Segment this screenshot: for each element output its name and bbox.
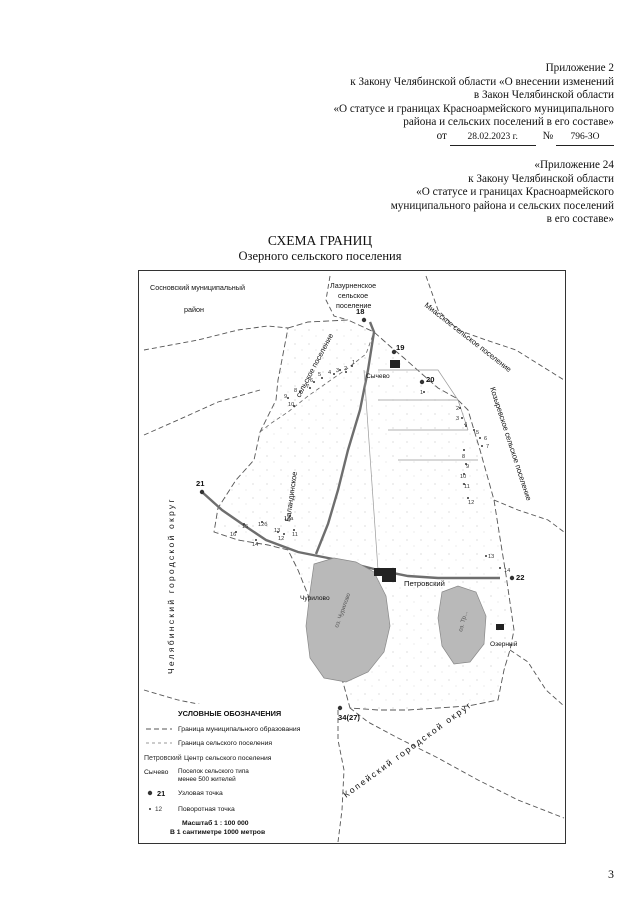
svg-text:4: 4: [464, 422, 467, 428]
boundary-map: оз. Чурилово оз. Тр... Сосновский муници…: [138, 270, 566, 844]
svg-text:3: 3: [456, 416, 459, 422]
number-sign: №: [542, 129, 554, 142]
law-number: 796-ЗО: [556, 131, 614, 146]
label-sosnovsky: Сосновский муниципальный: [150, 283, 245, 292]
node-34: 34(27): [338, 713, 360, 722]
svg-text:8: 8: [462, 454, 465, 460]
appendix-header: Приложение 2 к Закону Челябинской област…: [333, 62, 614, 146]
legend-turn-sample: 12: [155, 806, 163, 813]
legend-turn: Поворотная точка: [178, 806, 235, 813]
svg-text:11: 11: [292, 532, 298, 538]
node-19: 19: [396, 343, 404, 352]
lake-large: [305, 557, 391, 683]
svg-text:16: 16: [230, 532, 236, 538]
node-21: 21: [196, 479, 205, 488]
label-lazur-1: Лазурненское: [330, 281, 376, 290]
legend-municipal: Граница муниципального образования: [178, 725, 301, 733]
svg-text:13: 13: [274, 528, 280, 534]
orig-line-3: «О статусе и границах Красноармейского: [416, 186, 614, 199]
svg-text:1: 1: [352, 360, 355, 366]
legend-village-sample: Сычево: [144, 769, 169, 776]
lake-name-2: оз. Тр...: [458, 610, 469, 632]
settlement-blocks: [374, 360, 504, 630]
law-date-number: от 28.02.2023 г. № 796-ЗО: [333, 130, 614, 146]
label-ozerny: Озерный: [490, 640, 518, 648]
svg-text:10: 10: [288, 402, 294, 408]
svg-text:14: 14: [252, 542, 258, 548]
label-sosnovsky-2: район: [184, 305, 204, 314]
label-churilovo: Чурилово: [300, 595, 330, 602]
legend-center: Центр сельского поселения: [184, 755, 272, 762]
svg-text:2: 2: [456, 406, 459, 412]
svg-text:8: 8: [294, 388, 297, 394]
node-22: 22: [516, 573, 524, 582]
label-lazur-2: сельское: [338, 291, 368, 300]
svg-text:12а: 12а: [284, 516, 294, 522]
inner-boundary: [259, 331, 375, 433]
svg-text:10: 10: [460, 474, 466, 480]
page-number: 3: [608, 867, 614, 881]
appendix-number: Приложение 2: [545, 62, 614, 74]
legend-node-sample: 21: [157, 789, 165, 798]
label-petrovsky: Петровский: [404, 579, 445, 588]
svg-text:12: 12: [468, 500, 474, 506]
legend-scale: Масштаб 1 : 100 000: [182, 819, 249, 827]
svg-text:11: 11: [464, 484, 470, 490]
svg-text:12: 12: [278, 536, 284, 542]
nodal-points: [199, 317, 515, 711]
label-sychevo: Сычево: [366, 373, 390, 380]
legend-village-2: менее 500 жителей: [178, 775, 236, 783]
svg-text:3: 3: [336, 368, 339, 374]
svg-text:7: 7: [306, 384, 309, 390]
legend-settlement: Граница сельского поселения: [178, 740, 272, 747]
svg-text:9: 9: [466, 464, 469, 470]
legend-scale-2: В 1 сантиметре 1000 метров: [170, 829, 265, 836]
law-date: 28.02.2023 г.: [449, 131, 536, 146]
orig-line-4: муниципального района и сельских поселен…: [390, 199, 614, 212]
appendix-line-2: к Закону Челябинской области «О внесении…: [350, 75, 614, 88]
label-chelyab: Челябинский городской округ: [166, 497, 176, 674]
orig-line-5: в его составе»: [546, 213, 614, 226]
orig-appendix-number: «Приложение 24: [534, 159, 614, 171]
turning-points-west: 1 2 3 4 5 6 7 8 9 10 11 12 12а 12б 13 14…: [230, 360, 355, 548]
scheme-subtitle: Озерного сельского поселения: [238, 249, 402, 263]
svg-text:15: 15: [242, 524, 248, 530]
legend-node: Узловая точка: [178, 790, 223, 797]
appendix-line-5: района и сельских поселений в его состав…: [403, 116, 614, 129]
legend-village: Поселок сельского типа: [178, 768, 249, 775]
appendix-line-3: в Закон Челябинской области: [473, 89, 614, 102]
legend-center-sample: Петровский: [144, 754, 182, 762]
svg-text:9: 9: [284, 394, 287, 400]
from-label: от: [436, 129, 447, 142]
appendix-line-4: «О статусе и границах Красноармейского м…: [333, 102, 614, 115]
svg-text:5: 5: [318, 372, 321, 378]
settlement-boundary: [213, 319, 515, 711]
node-18: 18: [356, 307, 364, 316]
svg-text:7: 7: [486, 444, 489, 450]
svg-text:5: 5: [476, 430, 479, 436]
turning-points-east: 1 2 3 4 5 6 7 8 9 10 11 12 13 14: [420, 390, 510, 574]
scheme-title: СХЕМА ГРАНИЦ: [267, 233, 373, 248]
map-legend: УСЛОВНЫЕ ОБОЗНАЧЕНИЯ Граница муниципальн…: [142, 704, 336, 840]
svg-text:6: 6: [310, 378, 313, 384]
svg-text:4: 4: [328, 370, 331, 376]
svg-text:1: 1: [420, 390, 423, 396]
appendix-header-original: «Приложение 24 к Закону Челябинской обла…: [391, 159, 614, 227]
svg-text:13: 13: [488, 554, 494, 560]
lake-small: [437, 585, 487, 665]
svg-text:2: 2: [344, 366, 347, 372]
label-lazur-3: поселение: [336, 301, 371, 310]
orig-line-2: к Закону Челябинской области: [468, 172, 614, 185]
svg-text:14: 14: [504, 568, 510, 574]
legend-title: УСЛОВНЫЕ ОБОЗНАЧЕНИЯ: [178, 709, 281, 718]
node-20: 20: [426, 375, 434, 384]
svg-text:12б: 12б: [258, 522, 267, 528]
svg-text:6: 6: [484, 436, 487, 442]
